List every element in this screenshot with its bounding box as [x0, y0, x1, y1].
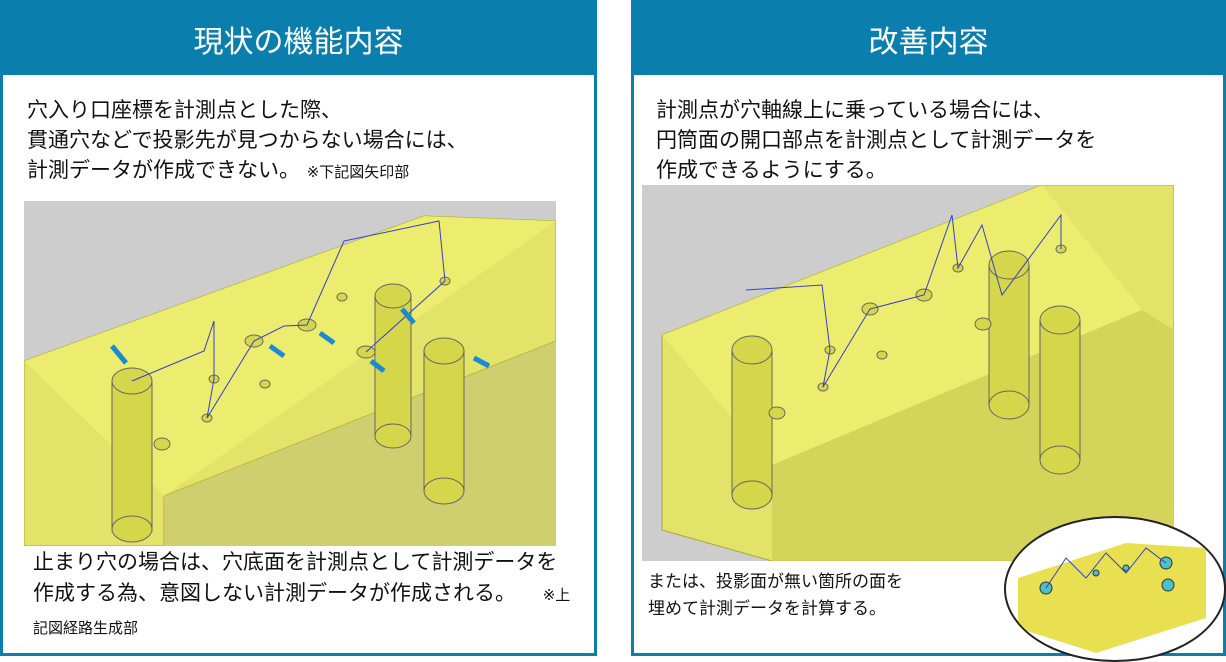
- inset-filled-face-image: [1004, 516, 1226, 662]
- description-line: 計測データが作成できない。: [27, 158, 300, 182]
- improved-cad-model-image: [642, 185, 1174, 561]
- improvement-panel: 改善内容 計測点が穴軸線上に乗っている場合には、 円筒面の開口部点を計測点として…: [631, 0, 1226, 662]
- current-function-panel: 現状の機能内容 穴入り口座標を計測点とした際、 貫通穴などで投影先が見つからない…: [0, 0, 597, 656]
- description-line: 穴入り口座標を計測点とした際、: [27, 98, 342, 122]
- panel-title: 改善内容: [634, 3, 1223, 75]
- current-description: 穴入り口座標を計測点とした際、 貫通穴などで投影先が見つからない場合には、 計測…: [27, 95, 587, 187]
- bottom-note: ※上記図経路生成部: [33, 586, 571, 637]
- description-line: 貫通穴などで投影先が見つからない場合には、: [27, 128, 468, 152]
- description-line: 円筒面の開口部点を計測点として計測データを: [656, 128, 1097, 152]
- bottom-line: または、投影面が無い箇所の面を: [648, 572, 903, 592]
- description-line: 作成できるようにする。: [656, 158, 887, 182]
- description-note: ※下記図矢印部: [306, 163, 410, 181]
- current-bottom-text: 止まり穴の場合は、穴底面を計測点として計測データを作成する為、意図しない計測デー…: [33, 547, 578, 644]
- current-cad-model-image: [24, 201, 556, 546]
- bottom-text: 止まり穴の場合は、穴底面を計測点として計測データを作成する為、意図しない計測デー…: [33, 550, 558, 605]
- panel-title: 現状の機能内容: [3, 3, 594, 75]
- improvement-bottom-text: または、投影面が無い箇所の面を 埋めて計測データを計算する。: [648, 569, 903, 623]
- description-line: 計測点が穴軸線上に乗っている場合には、: [656, 98, 1054, 122]
- bottom-line: 埋めて計測データを計算する。: [648, 599, 886, 619]
- improvement-description: 計測点が穴軸線上に乗っている場合には、 円筒面の開口部点を計測点として計測データ…: [656, 95, 1216, 185]
